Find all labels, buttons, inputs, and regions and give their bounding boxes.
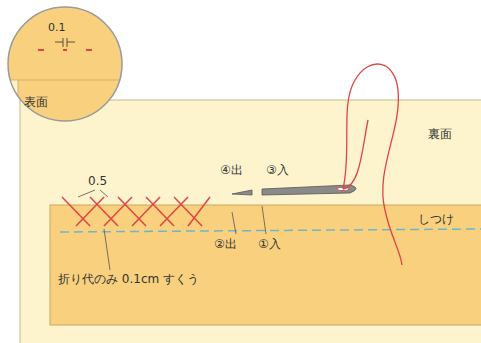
- stitch-line: [174, 197, 202, 226]
- leader-line: [104, 229, 110, 270]
- stitch-line: [76, 197, 104, 226]
- stitch-line: [104, 197, 132, 226]
- step-label: ④出: [220, 164, 243, 177]
- thread: [343, 120, 368, 189]
- step-label: ②出: [214, 238, 237, 251]
- tacking-line: [60, 229, 481, 232]
- stitch-line: [160, 197, 188, 226]
- leader-line: [78, 190, 95, 197]
- note-label: 折り代のみ 0.1cm すくう: [58, 273, 199, 286]
- thread: [343, 64, 402, 265]
- leader-line: [100, 190, 108, 197]
- tacking-label: しつけ: [418, 213, 454, 226]
- dimension-label: 0.5: [88, 175, 107, 188]
- cross-stitches: [62, 197, 210, 226]
- stitch-line: [146, 197, 174, 226]
- stitch-line: [62, 197, 90, 226]
- needle-tip: [232, 190, 252, 195]
- leader-line: [262, 206, 266, 234]
- stitch-line: [90, 197, 118, 226]
- stitch-line: [118, 197, 146, 226]
- detail-inset: [0, 0, 130, 140]
- stitch-line: [132, 197, 160, 226]
- side-label: 表面: [24, 96, 48, 109]
- needle: [262, 185, 356, 195]
- step-label: ①入: [258, 238, 281, 251]
- step-label: ③入: [266, 164, 289, 177]
- fabric-back: [20, 100, 481, 343]
- stitch-line: [188, 197, 210, 226]
- dimension-label: 0.1: [48, 22, 66, 34]
- side-label: 裏面: [428, 128, 452, 141]
- inset-outline: [8, 7, 122, 121]
- leader-line: [232, 212, 236, 234]
